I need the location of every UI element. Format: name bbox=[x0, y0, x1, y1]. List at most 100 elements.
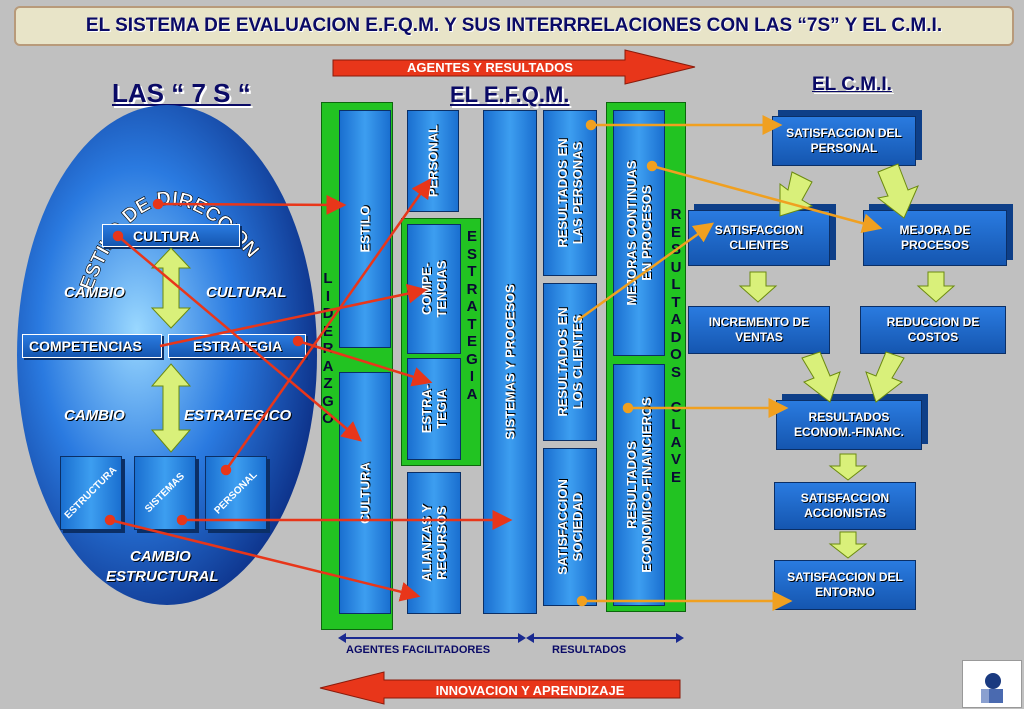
res-clientes-box: RESULTADOS EN LOS CLIENTES bbox=[543, 283, 597, 441]
logo-icon bbox=[981, 673, 1003, 703]
estrategia-letter: A bbox=[466, 298, 478, 315]
resultados-clave-letter: L bbox=[671, 276, 681, 293]
sistemas-procesos-box: SISTEMAS Y PROCESOS bbox=[483, 110, 537, 614]
resultados-clave-letter: A bbox=[670, 311, 682, 328]
res-econ-box: RESULTADOS ECONOMICO-FINANCIEROS bbox=[613, 364, 665, 606]
arrow-mejora-costos bbox=[916, 271, 956, 303]
line-estrategia bbox=[297, 339, 433, 387]
agentes-facilitadores-label: AGENTES FACILITADORES bbox=[346, 644, 491, 656]
mejoras-box: MEJORAS CONTINUAS EN PROCESOS bbox=[613, 110, 665, 356]
cmi-incremento-ventas: INCREMENTO DE VENTAS bbox=[688, 306, 830, 354]
cmi-mejora-procesos: MEJORA DE PROCESOS bbox=[863, 210, 1007, 266]
line-personal bbox=[224, 177, 432, 471]
siete-s-title: LAS “ 7 S “ bbox=[112, 78, 251, 108]
cmi-satisf-personal-label: SATISFACCION DEL PERSONAL bbox=[786, 126, 902, 155]
resultados-clave-letter: U bbox=[670, 258, 682, 276]
estrategia-pill-label: ESTRATEGIA bbox=[193, 338, 283, 354]
personal-box: PERSONAL bbox=[205, 456, 267, 530]
cmi-satisf-entorno: SATISFACCION DEL ENTORNO bbox=[774, 560, 916, 610]
cambio-estrategico-1: CAMBIO bbox=[64, 407, 125, 424]
liderazgo-letter: E bbox=[322, 322, 333, 340]
estrategia-letter: E bbox=[466, 228, 477, 245]
bottom-brackets bbox=[338, 633, 684, 643]
cmi-mejora-procesos-label: MEJORA DE PROCESOS bbox=[899, 223, 971, 252]
resultados-clave-letter: V bbox=[670, 451, 681, 468]
innovacion-arrow bbox=[319, 671, 681, 705]
line-competencias bbox=[159, 283, 428, 348]
line-satisf-clientes bbox=[577, 222, 715, 322]
estrategia-letter: G bbox=[466, 350, 478, 368]
cultura-pill-label: CULTURA bbox=[133, 227, 200, 244]
estrategia-letter: A bbox=[466, 385, 478, 403]
resultados-clave-letter: S bbox=[670, 363, 681, 381]
resultados-clave-letter: T bbox=[671, 293, 681, 311]
liderazgo-letter: A bbox=[322, 357, 334, 375]
arrow-personal-clientes bbox=[779, 171, 814, 217]
liderazgo-letter: G bbox=[322, 392, 334, 410]
resultados-clave-letter: E bbox=[670, 223, 681, 241]
competencias-pill: COMPETENCIAS bbox=[22, 334, 162, 358]
efqm-title: EL E.F.Q.M. bbox=[450, 82, 570, 107]
line-estructura bbox=[109, 518, 421, 602]
competencias-pill-label: COMPETENCIAS bbox=[29, 338, 142, 354]
resultados-clave-letter: D bbox=[670, 328, 682, 346]
res-personas-box: RESULTADOS EN LAS PERSONAS bbox=[543, 110, 597, 276]
cmi-satisf-accionistas-label: SATISFACCION ACCIONISTAS bbox=[800, 491, 890, 520]
double-arrow-estrategico bbox=[150, 363, 192, 453]
cambio-cultural-2: CULTURAL bbox=[206, 284, 287, 301]
estrategia-letter: T bbox=[467, 263, 477, 280]
arrow-costos-resultados bbox=[865, 351, 905, 403]
estrategia-letter: T bbox=[467, 315, 477, 333]
resultados-clave-letter: E bbox=[670, 468, 681, 486]
estrategia-letter: R bbox=[466, 280, 478, 298]
liderazgo-letter: I bbox=[325, 287, 331, 305]
cmi-reduccion-costos-label: REDUCCION DE COSTOS bbox=[886, 315, 980, 344]
bottom-resultados-label: RESULTADOS bbox=[552, 644, 627, 656]
cambio-estructural-1: CAMBIO bbox=[130, 548, 191, 565]
arrow-ventas-resultados bbox=[801, 351, 841, 403]
estrategia-letter: S bbox=[466, 245, 477, 263]
arrow-personal-mejora bbox=[876, 163, 919, 219]
line-cultura bbox=[117, 235, 362, 442]
corner-logo bbox=[962, 660, 1022, 708]
arrow-accionistas-entorno bbox=[828, 531, 868, 559]
agentes-resultados-arrow bbox=[332, 49, 696, 85]
resultados-clave-letter: R bbox=[670, 206, 682, 223]
estrategia-letter: E bbox=[466, 333, 477, 350]
efqm-cultura-box: CULTURA bbox=[339, 372, 391, 614]
arrow-resultados-accionistas bbox=[828, 453, 868, 481]
cmi-title: EL C.M.I. bbox=[812, 74, 892, 95]
double-arrow-cultural bbox=[150, 247, 192, 329]
innovacion-label: INNOVACION Y APRENDIZAJE bbox=[435, 683, 625, 698]
resultados-clave-letter: A bbox=[670, 433, 682, 451]
liderazgo-letter: R bbox=[322, 340, 334, 357]
liderazgo-letter: O bbox=[322, 410, 334, 427]
estilo-box: ESTILO bbox=[339, 110, 391, 348]
satisf-sociedad-box: SATISFACCION SOCIEDAD bbox=[543, 448, 597, 606]
cmi-satisf-personal: SATISFACCION DEL PERSONAL bbox=[772, 116, 916, 166]
resultados-clave-letter: O bbox=[670, 346, 682, 363]
cmi-satisf-clientes-label: SATISFACCION CLIENTES bbox=[714, 223, 804, 252]
estrategia-pill: ESTRATEGIA bbox=[168, 334, 306, 358]
liderazgo-letter: D bbox=[322, 305, 334, 322]
cmi-satisf-entorno-label: SATISFACCION DEL ENTORNO bbox=[787, 570, 903, 599]
cmi-resultados-econ: RESULTADOS ECONOM.-FINANC. bbox=[776, 400, 922, 450]
cmi-reduccion-costos: REDUCCION DE COSTOS bbox=[860, 306, 1006, 354]
page-title: EL SISTEMA DE EVALUACION E.F.Q.M. Y SUS … bbox=[85, 15, 943, 36]
cmi-incremento-ventas-label: INCREMENTO DE VENTAS bbox=[708, 315, 810, 344]
cambio-cultural-1: CAMBIO bbox=[64, 284, 125, 301]
line-estilo bbox=[157, 194, 347, 215]
cmi-arrows bbox=[738, 163, 956, 559]
cambio-estrategico-2: ESTRATEGICO bbox=[184, 407, 292, 424]
cmi-satisf-accionistas: SATISFACCION ACCIONISTAS bbox=[774, 482, 916, 530]
arrow-clientes-ventas bbox=[738, 271, 778, 303]
cmi-resultados-econ-label: RESULTADOS ECONOM.-FINANC. bbox=[794, 410, 904, 439]
estrategia-letter: I bbox=[469, 368, 475, 385]
cultura-pill: CULTURA bbox=[102, 224, 240, 247]
agentes-resultados-label: AGENTES Y RESULTADOS bbox=[407, 60, 573, 75]
liderazgo-letter: L bbox=[323, 270, 333, 287]
